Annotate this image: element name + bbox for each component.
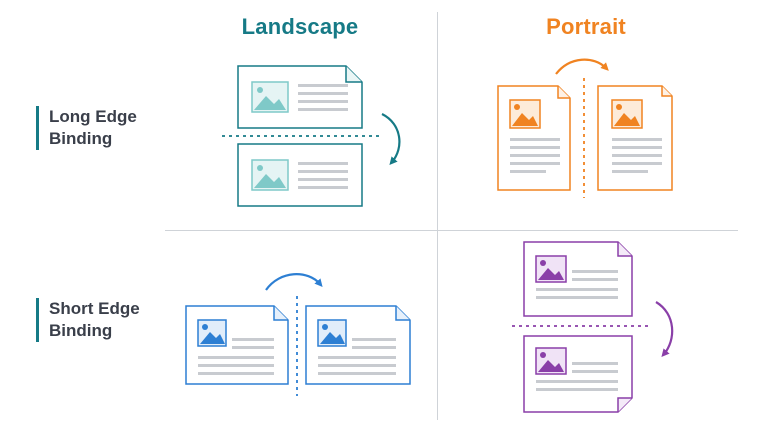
portrait-short-page-top bbox=[523, 241, 633, 317]
image-placeholder-icon bbox=[251, 81, 289, 113]
portrait-long-page-right bbox=[597, 85, 673, 191]
horizontal-divider bbox=[165, 230, 738, 231]
portrait-short-page-bottom bbox=[523, 335, 633, 413]
curved-arrow-icon bbox=[555, 58, 609, 75]
image-placeholder-icon bbox=[535, 255, 567, 283]
image-placeholder-icon bbox=[197, 319, 227, 347]
curved-arrow-icon bbox=[655, 301, 674, 358]
landscape-long-page-top bbox=[237, 65, 363, 129]
row-label-short-edge: Short Edge Binding bbox=[36, 298, 140, 342]
curved-arrow-icon bbox=[265, 273, 323, 291]
column-title-landscape: Landscape bbox=[241, 14, 359, 39]
landscape-short-edge-pages bbox=[185, 273, 411, 396]
image-placeholder-icon bbox=[509, 99, 541, 129]
row-label-short-edge-line2: Binding bbox=[49, 321, 113, 340]
portrait-long-edge-pages bbox=[497, 58, 673, 198]
curved-arrow-icon bbox=[381, 113, 401, 166]
column-title-portrait: Portrait bbox=[546, 14, 626, 39]
image-placeholder-icon bbox=[535, 347, 567, 375]
row-label-long-edge-line1: Long Edge bbox=[49, 107, 137, 126]
row-label-long-edge-line2: Binding bbox=[49, 129, 113, 148]
landscape-short-page-left bbox=[185, 305, 289, 385]
image-placeholder-icon bbox=[611, 99, 643, 129]
row-label-long-edge: Long Edge Binding bbox=[36, 106, 137, 150]
image-placeholder-icon bbox=[317, 319, 347, 347]
portrait-long-page-left bbox=[497, 85, 571, 191]
landscape-long-page-bottom bbox=[237, 143, 363, 207]
portrait-short-edge-pages bbox=[512, 241, 674, 413]
row-label-short-edge-line1: Short Edge bbox=[49, 299, 140, 318]
landscape-short-page-right bbox=[305, 305, 411, 385]
landscape-long-edge-pages bbox=[222, 65, 401, 207]
vertical-divider bbox=[437, 12, 438, 420]
image-placeholder-icon bbox=[251, 159, 289, 191]
